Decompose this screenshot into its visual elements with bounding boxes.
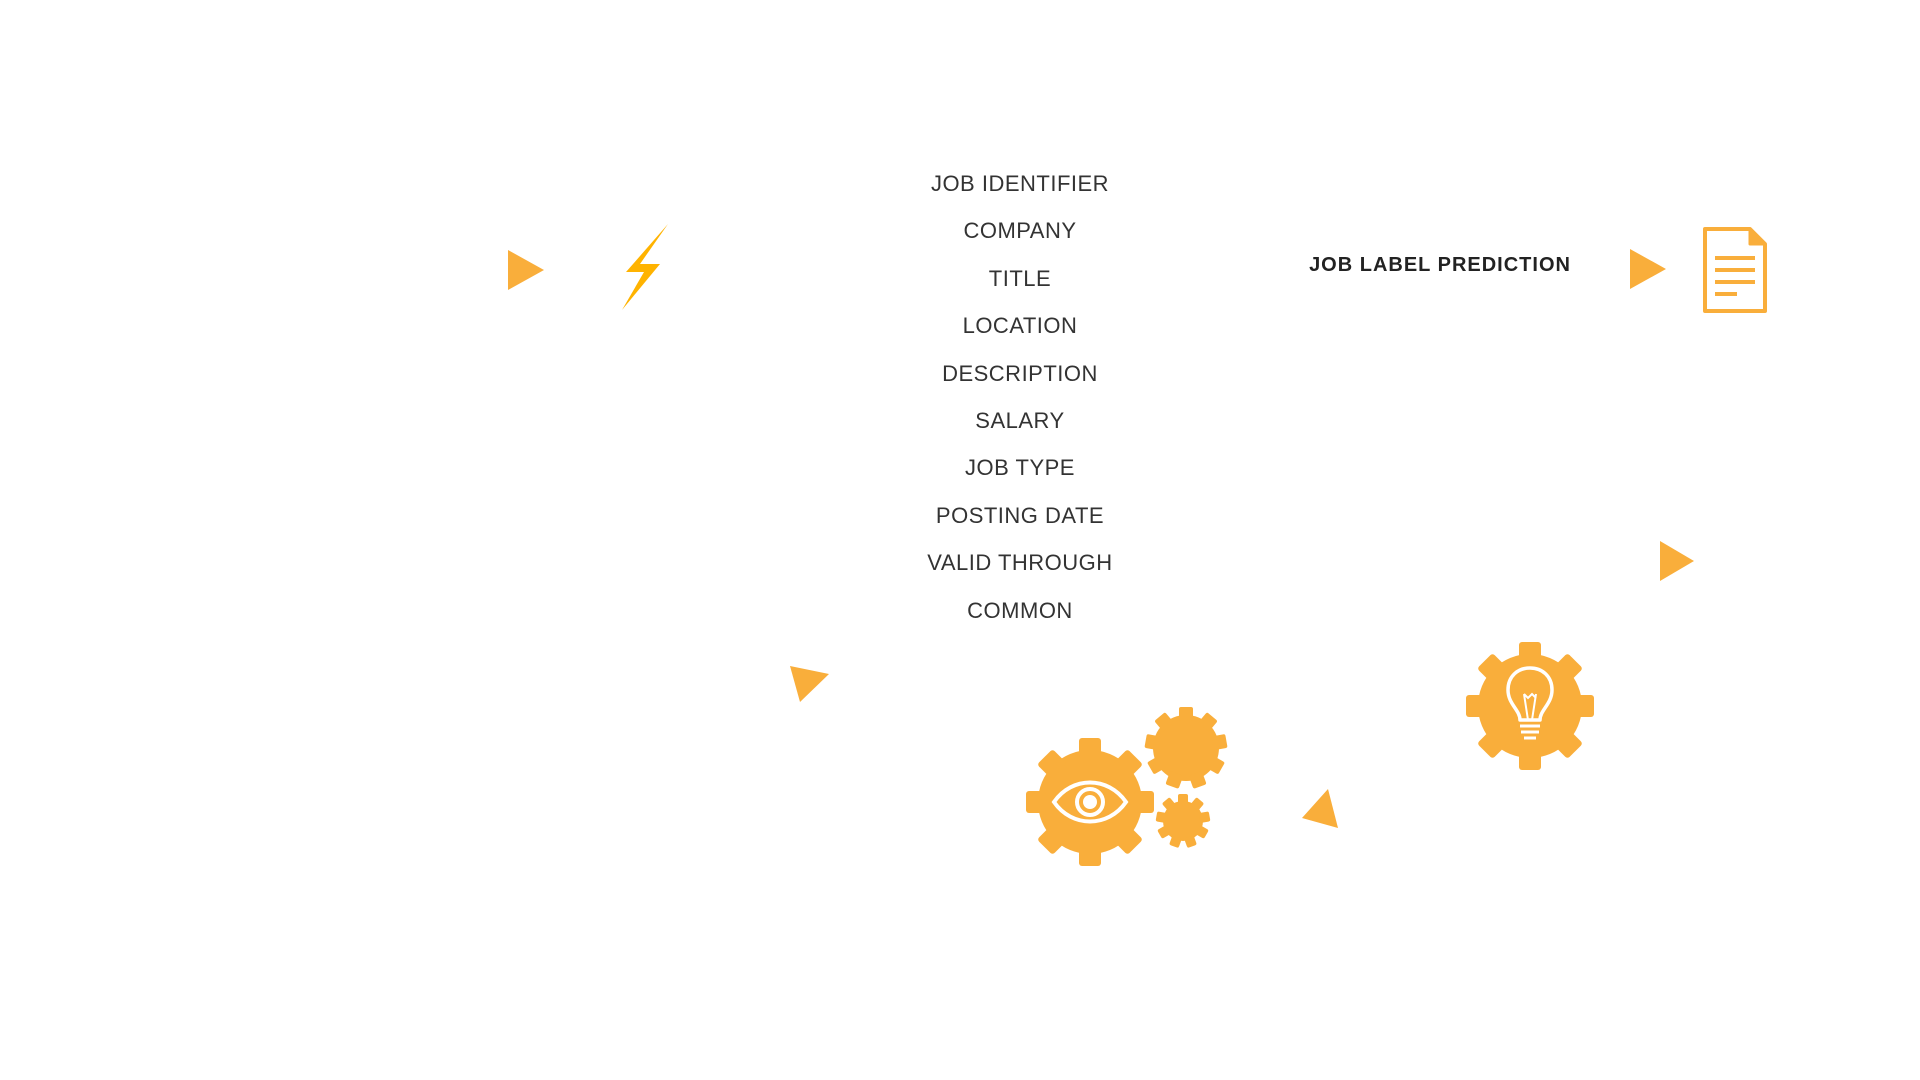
arrow-up-left-icon — [1302, 789, 1338, 828]
arrow-down-right-icon — [790, 666, 829, 702]
gear-small-icon — [1155, 794, 1211, 849]
field-job-identifier: JOB IDENTIFIER — [930, 171, 1110, 196]
arrow-right-icon — [1630, 249, 1666, 289]
field-location: LOCATION — [962, 313, 1078, 339]
field-valid-through: VALID THROUGH — [927, 550, 1113, 576]
field-title: TITLE — [988, 265, 1052, 291]
field-posting-date: POSTING DATE — [935, 502, 1105, 528]
field-salary: SALARY — [975, 407, 1065, 433]
job-field-list: JOB IDENTIFIER COMPANY TITLE LOCATION DE… — [900, 166, 1140, 640]
document-icon — [1703, 227, 1767, 313]
job-label-prediction-text: JOB LABEL PREDICTION — [1309, 254, 1571, 276]
gear-lightbulb-icon — [1466, 642, 1594, 770]
arrow-left-icon — [508, 250, 544, 290]
lightning-bolt-icon — [622, 224, 668, 310]
gear-icon — [1144, 707, 1228, 789]
field-job-type: JOB TYPE — [965, 455, 1075, 481]
field-common: COMMON — [967, 597, 1073, 623]
field-company: COMPANY — [963, 218, 1077, 244]
arrow-right-small-icon — [1660, 541, 1694, 581]
field-description: DESCRIPTION — [942, 360, 1098, 386]
gear-eye-icon — [1026, 738, 1154, 866]
